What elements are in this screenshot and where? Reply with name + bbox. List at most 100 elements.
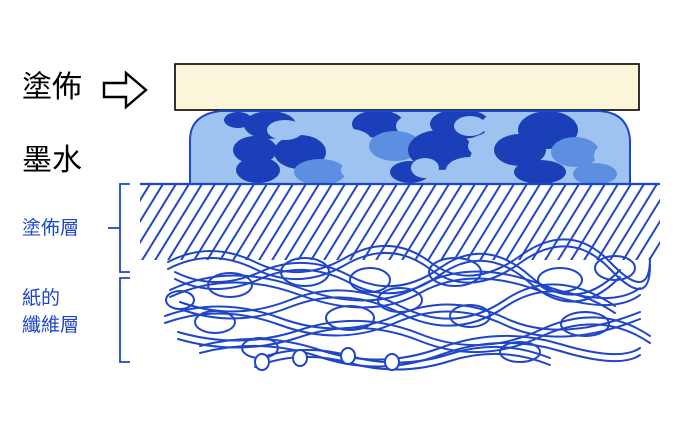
hatch-line (349, 184, 398, 260)
fiber-loop (537, 267, 583, 293)
hatch-line (154, 184, 203, 260)
hatch-line (622, 198, 660, 260)
fiber-strand-edge (199, 341, 641, 368)
fiber-strand-edge (169, 277, 641, 309)
fiber-strand-edge (164, 310, 641, 338)
ink-particle (236, 157, 280, 183)
coating-layer-label: 塗佈層 (22, 217, 80, 239)
ink-particle (233, 136, 277, 164)
fiber-loop (499, 341, 541, 363)
hatch-line (505, 184, 554, 260)
hatch-line (271, 184, 320, 260)
fiber-loop (560, 311, 610, 337)
paper-label-line2: 纖維層 (22, 314, 80, 336)
fiber-strand (167, 238, 651, 283)
ink-particle (446, 157, 494, 183)
hatch-line (557, 184, 606, 260)
hatch-line (140, 184, 177, 245)
hatch-line (583, 184, 632, 260)
ink-particle (481, 112, 529, 138)
hatch-line (635, 219, 660, 260)
paper-fiber-layer (164, 238, 651, 371)
hatch-line (141, 184, 190, 260)
hatch-line (414, 184, 463, 260)
hatch-line (140, 184, 151, 203)
hatch-line (648, 240, 660, 260)
hatch-line (323, 184, 372, 260)
hatch-line (375, 184, 424, 260)
hatch-line (466, 184, 515, 260)
coating-bar (174, 63, 640, 111)
fiber-end (340, 347, 356, 365)
hatch-line (531, 184, 580, 260)
fiber-strand (164, 303, 641, 331)
ink-particle (369, 131, 421, 161)
hatch-line (570, 184, 619, 260)
hatch-line (609, 184, 658, 260)
ink-particle (514, 160, 566, 184)
hatch-line (193, 184, 242, 260)
fiber-end (384, 353, 400, 371)
ink-particle (328, 129, 372, 155)
hatch-line (232, 184, 281, 260)
ink-particle (494, 134, 546, 166)
hatch-line (219, 184, 268, 260)
fiber-loop (280, 257, 330, 287)
hatch-line (427, 184, 476, 260)
hatch-line (336, 184, 385, 260)
ink-particle (551, 137, 599, 167)
hatch-line (596, 184, 645, 260)
fiber-loop (165, 290, 195, 310)
hatch-line (180, 184, 229, 260)
hatch-line (284, 184, 333, 260)
ink-particle (352, 111, 404, 138)
hatch-line (167, 184, 216, 260)
paper-label-line1: 紙的 (22, 287, 61, 309)
fiber-end (292, 349, 308, 367)
coating-layer-bracket (108, 183, 130, 273)
ink-particle (341, 158, 389, 182)
ink-label: 墨水 (22, 143, 82, 178)
ink-particle (594, 142, 630, 170)
fiber-loop (594, 255, 636, 281)
hatch-line (297, 184, 346, 260)
hatch-line (310, 184, 359, 260)
fiber-loop (428, 257, 482, 287)
hatch-line (544, 184, 593, 260)
fiber-loop (349, 267, 391, 293)
fiber-strand (199, 334, 641, 361)
ink-particle (578, 114, 622, 146)
hatch-line (492, 184, 541, 260)
fiber-loop (325, 305, 375, 331)
fiber-loop (194, 310, 236, 334)
fiber-end (254, 353, 270, 371)
ink-particle (454, 116, 486, 136)
hatch-line (388, 184, 437, 260)
hatch-line (140, 184, 164, 224)
hatch-line (479, 184, 528, 260)
coating-label: 塗佈 (22, 70, 82, 105)
hatch-line (362, 184, 411, 260)
arrow-right-icon (102, 70, 148, 110)
coating-layer-hatch (140, 182, 660, 260)
ink-particle (267, 120, 303, 140)
fiber-loop (449, 304, 491, 328)
ink-particle (224, 112, 252, 128)
hatch-line (518, 184, 567, 260)
ink-particle (190, 154, 234, 182)
hatch-line (453, 184, 502, 260)
ink-particle (573, 163, 617, 184)
ink-layer (189, 110, 631, 184)
hatch-line (440, 184, 489, 260)
fiber-loop (377, 287, 423, 313)
ink-particle (411, 158, 439, 178)
paper-layer-bracket (119, 277, 130, 363)
fiber-loop (207, 272, 253, 298)
hatch-line (258, 184, 307, 260)
ink-particle (294, 159, 346, 184)
hatch-line (401, 184, 450, 260)
hatch-line (206, 184, 255, 260)
hatch-line (245, 184, 294, 260)
